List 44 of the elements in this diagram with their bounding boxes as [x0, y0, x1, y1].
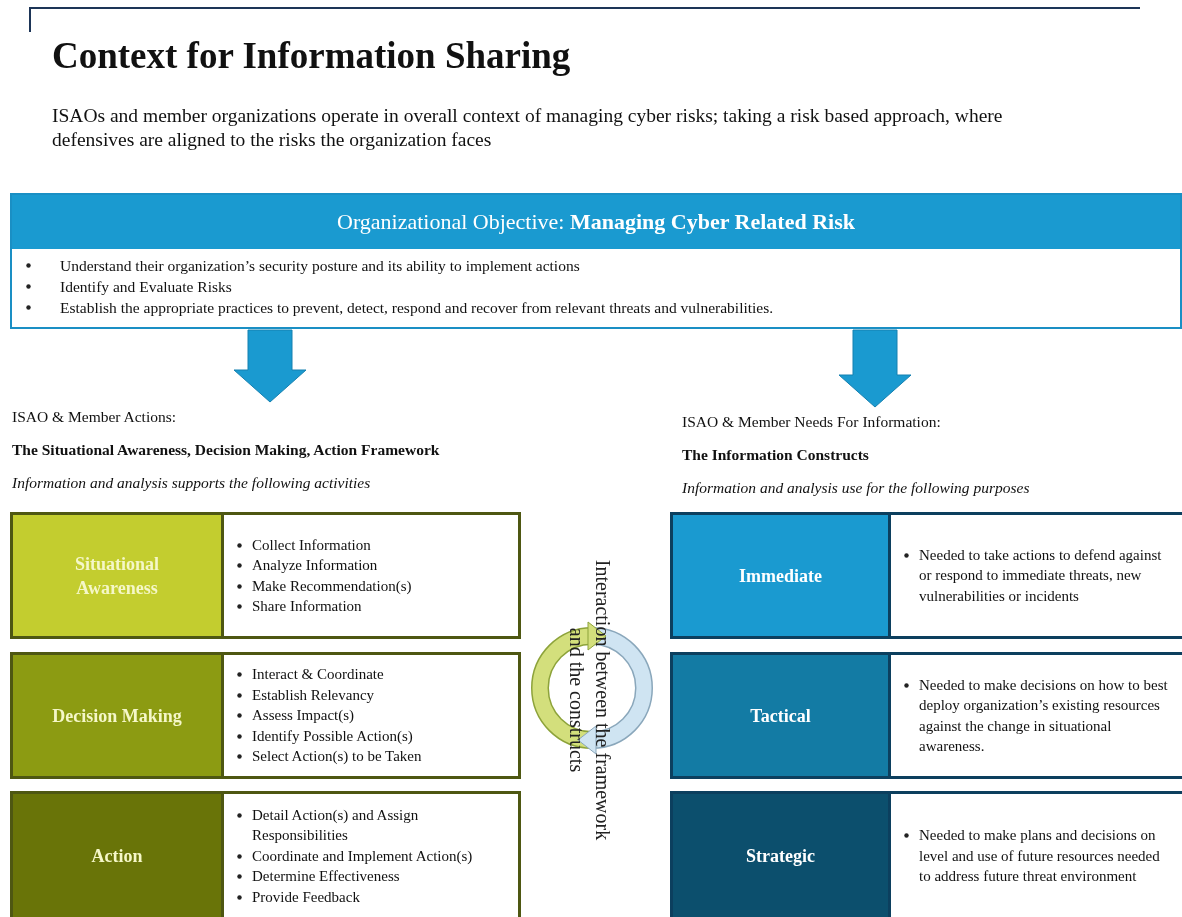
category-label: Tactical — [673, 655, 888, 776]
section-heading: The Situational Awareness, Decision Making, Action Framework — [12, 441, 441, 459]
category-row — [10, 791, 521, 917]
category-row — [670, 652, 1182, 779]
bullet-item: Analyze Information — [252, 557, 378, 573]
intro-text: ISAOs and member organizations operate in overall context of managing cyber risks; taking a risk based approach, where defensives are aligned to the risks the organization faces — [52, 104, 1004, 152]
bullet-item: Assess Impact(s) — [252, 707, 355, 724]
bullet-item: Make Recommendation(s) — [252, 577, 412, 594]
category-label: Immediate — [673, 515, 888, 636]
category-label: Situational Awareness — [13, 515, 221, 636]
bullet-item: Detail Action(s) and Assign Responsibilities — [252, 806, 419, 844]
bullet-item: Identify and Evaluate Risks — [60, 278, 232, 295]
section-heading: The Information Constructs — [682, 446, 870, 464]
bullet-item: Establish the appropriate practices to prevent, detect, respond and recover from relevant threats and vulnerabilities. — [60, 299, 774, 316]
bullet-item: Collect Information — [252, 536, 371, 553]
bullet-item: Needed to make decisions on how to best deploy organization’s existing resources against the change in situational awareness. — [919, 676, 1168, 754]
section-label: ISAO & Member Actions: — [12, 408, 178, 426]
section-label: ISAO & Member Needs For Information: — [682, 413, 942, 431]
bullet-item: Needed to make plans and decisions on level and use of future resources needed to address future threat environment — [919, 827, 1160, 885]
section-note: Information and analysis use for the following purposes — [682, 479, 1031, 497]
title: Context for Information Sharing — [52, 34, 571, 77]
objective-box — [10, 193, 1182, 329]
bullet-item: Establish Relevancy — [252, 686, 375, 703]
section-note: Information and analysis supports the following activities — [12, 474, 372, 492]
vertical-label: Interaction between the framework and the constructs — [565, 558, 615, 843]
category-row — [670, 791, 1182, 917]
category-label: Strategic — [673, 794, 888, 917]
bullet-item: Coordinate and Implement Action(s) — [252, 847, 473, 864]
bullet-item: Identify Possible Action(s) — [252, 727, 413, 744]
bullet-item: Needed to take actions to defend against or respond to immediate threats, new vulnerabilities or incidents — [919, 546, 1162, 604]
header-band: Organizational Objective: Managing Cyber Related Risk — [12, 195, 1180, 249]
category-row — [10, 512, 521, 639]
category-row — [10, 652, 521, 779]
bullet-item: Share Information — [252, 598, 362, 614]
bullet-item: Determine Effectiveness — [252, 868, 400, 885]
bullet-item: Interact & Coordinate — [252, 666, 384, 683]
category-label: Decision Making — [13, 655, 221, 776]
bullet-item: Provide Feedback — [252, 888, 360, 905]
block-arrow — [838, 329, 912, 408]
bullet-item: Understand their organization’s security posture and its ability to implement actions — [60, 257, 580, 274]
category-row — [670, 512, 1182, 639]
category-label: Action — [13, 794, 221, 917]
bullet-item: Select Action(s) to be Taken — [252, 748, 422, 765]
block-arrow — [233, 329, 307, 403]
